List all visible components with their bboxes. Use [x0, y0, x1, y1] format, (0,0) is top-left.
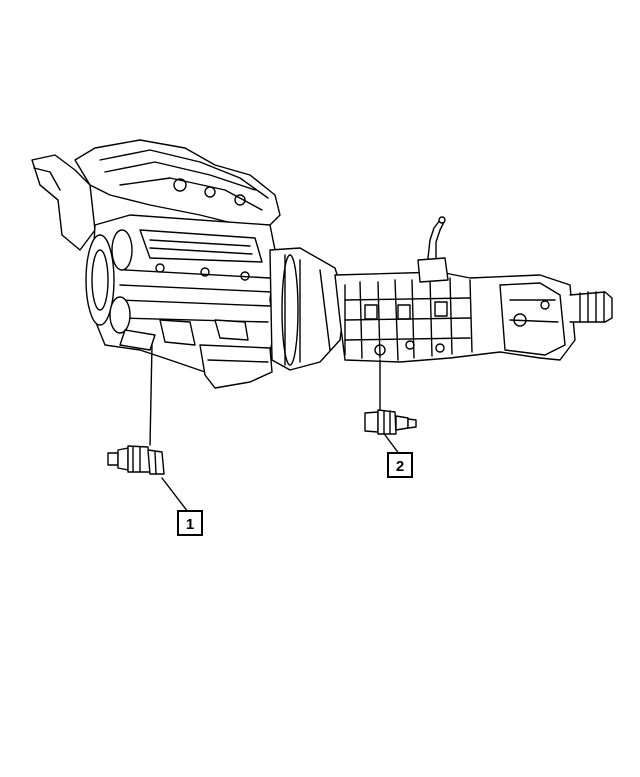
- engine-assembly: [31, 139, 281, 389]
- callout-2[interactable]: 2: [387, 452, 413, 478]
- bell-housing: [269, 247, 346, 371]
- sensor-1-part: [107, 445, 165, 475]
- callout-2-label: 2: [396, 458, 404, 475]
- sensor-2-part: [364, 409, 417, 435]
- transmission-assembly: [334, 216, 613, 363]
- callout-1-label: 1: [186, 516, 194, 533]
- leader-lines: [149, 344, 401, 513]
- callout-1[interactable]: 1: [177, 510, 203, 536]
